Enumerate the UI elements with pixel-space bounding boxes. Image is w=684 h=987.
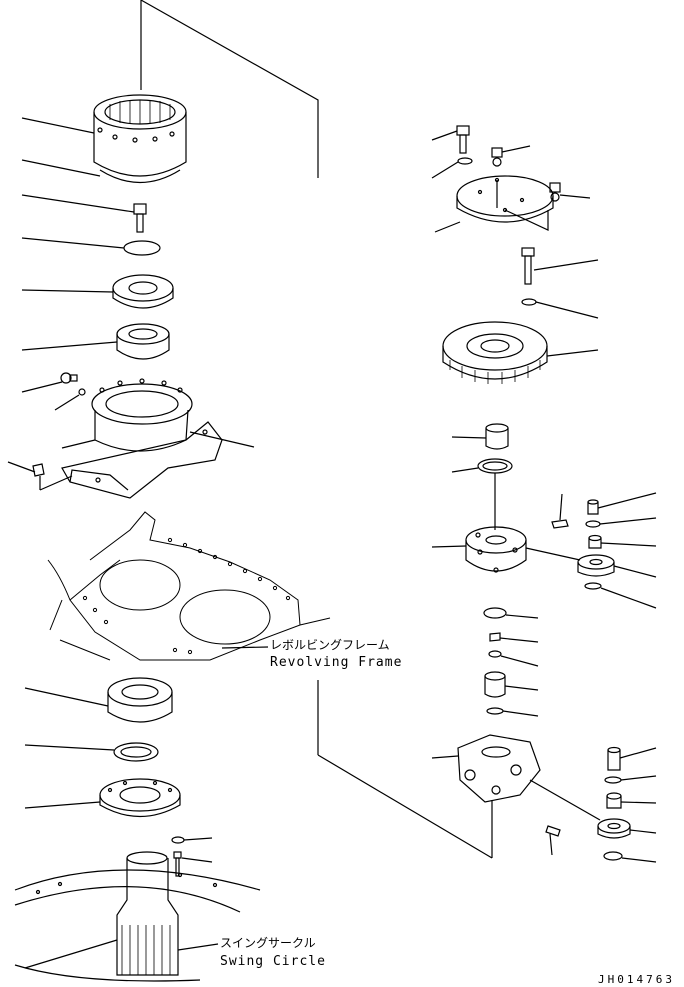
retainer [112,274,174,309]
stopper [489,632,501,642]
planet-pin-2 [607,746,621,771]
bolt-small [173,851,182,877]
revolving-frame-label-jp: レボルビングフレーム [270,638,390,652]
thrust-washer-a [585,520,601,528]
long-bolt [521,247,535,285]
bearing-lower [107,677,173,723]
spacer [488,650,502,658]
revolving-frame [47,511,331,661]
pin-small [551,519,569,529]
thrust-washer-e [603,851,623,861]
snap-ring-2 [483,607,507,619]
planet-carrier-gear [442,321,548,384]
plug-a [491,147,503,167]
planet-pin [587,499,599,515]
sun-gear-2 [484,671,506,698]
planet-carrier-2 [465,526,527,573]
sun-gear [485,423,509,450]
thrust-washer-c [486,707,504,715]
planet-gear-2 [597,818,631,839]
grease-fitting [60,372,78,384]
swing-circle [14,869,261,982]
pin-small-2 [545,825,561,837]
washer-plate [123,240,161,256]
drawing-code: JH014763 [598,973,675,986]
plug-b [549,182,561,202]
bolt [133,203,147,233]
planet-gear [577,554,615,577]
assembly-line-top [140,0,319,178]
swing-circle-label-en: Swing Circle [220,954,326,969]
needle-bearing [588,534,602,549]
thrust-washer-d [604,776,622,784]
bearing-upper [116,323,170,360]
nut-left [32,463,45,477]
washer-top-right [457,157,473,165]
ball [78,388,86,396]
machinery-case [61,378,223,499]
snap-ring [477,458,513,474]
needle-bearing-2 [606,792,622,809]
swing-circle-label-jp: スイングサークル [220,936,316,950]
bolt-top-right [456,125,470,154]
revolving-frame-label-en: Revolving Frame [270,655,403,670]
ring-gear [93,94,187,184]
seal-ring [113,742,159,762]
pinion-shaft [116,851,179,976]
cover-plate [456,175,554,231]
planet-carrier-3 [457,734,541,803]
washer-small [171,836,185,844]
thrust-washer-b [584,582,602,590]
washer-mid-right [521,298,537,306]
bearing-cover [99,778,181,818]
